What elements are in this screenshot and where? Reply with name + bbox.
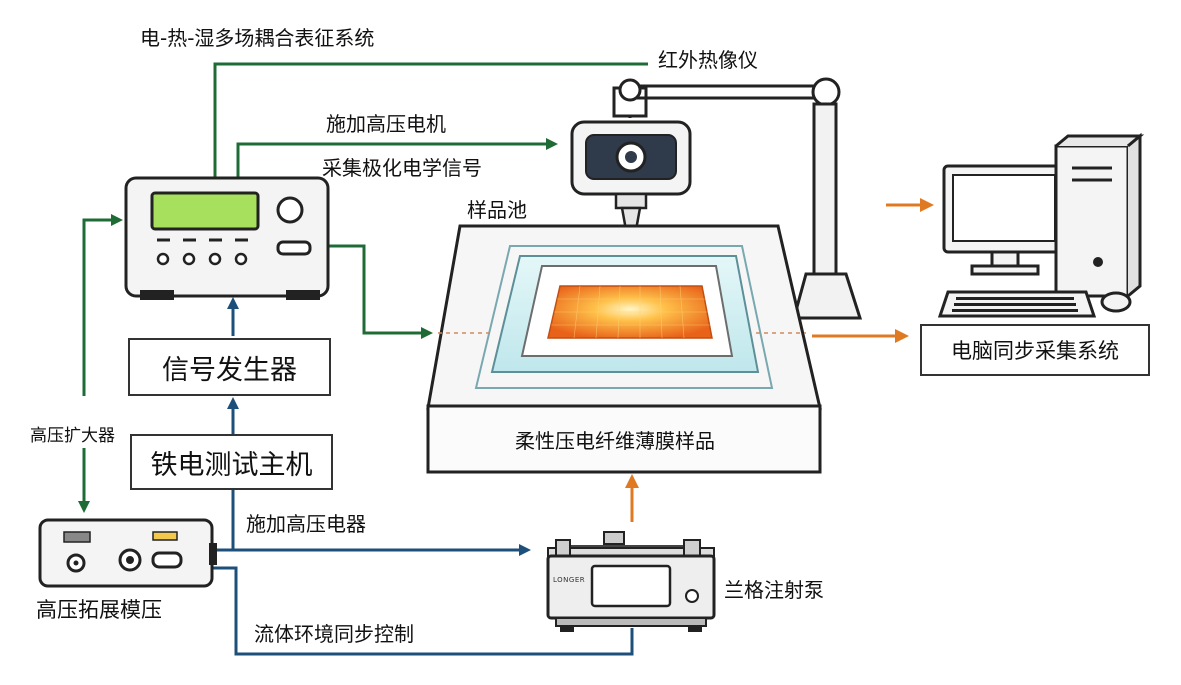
computer-icon xyxy=(937,132,1145,318)
link-fluid-sync xyxy=(212,566,634,656)
top-system-label: 电-热-湿多场耦合表征系统 xyxy=(140,26,375,50)
ferro-host-box: 铁电测试主机 xyxy=(130,434,333,490)
ferro-host-label: 铁电测试主机 xyxy=(150,449,313,481)
pump-brand-label: LONGER xyxy=(553,576,586,584)
fluid-sync-label: 流体环境同步控制 xyxy=(254,622,414,646)
apply-hv-motor-label: 施加高压电机 xyxy=(326,112,446,136)
sample-film-label: 柔性压电纤维薄膜样品 xyxy=(515,429,715,453)
signal-generator-label: 信号发生器 xyxy=(162,354,297,386)
syringe-pump-device xyxy=(546,531,716,632)
green-links xyxy=(78,62,648,513)
orange-arrows xyxy=(625,198,934,522)
pc-system-label: 电脑同步采集系统 xyxy=(951,339,1119,363)
hv-module-device xyxy=(38,518,217,588)
sample-pool-label: 样品池 xyxy=(467,198,527,222)
hv-amplifier-label: 高压扩大器 xyxy=(30,426,115,447)
controller-device xyxy=(124,176,330,300)
hv-module-label: 高压拓展模压 xyxy=(36,598,162,622)
collect-signal-label: 采集极化电学信号 xyxy=(322,156,482,180)
signal-generator-box: 信号发生器 xyxy=(128,338,331,396)
lcd-screen xyxy=(150,191,260,231)
blue-links xyxy=(212,297,634,656)
infrared-camera-label: 红外热像仪 xyxy=(658,48,758,72)
sample-pool-platform xyxy=(426,224,822,474)
link-amplifier-up xyxy=(82,214,123,396)
knob-icon xyxy=(276,196,304,224)
pc-system-box: 电脑同步采集系统 xyxy=(920,324,1150,376)
link-top-system xyxy=(213,62,648,180)
syringe-pump-label: 兰格注射泵 xyxy=(724,578,824,602)
apply-hv-device-label: 施加高压电器 xyxy=(246,512,366,536)
link-controller-pool xyxy=(326,244,433,339)
link-hv-motor xyxy=(236,138,558,180)
